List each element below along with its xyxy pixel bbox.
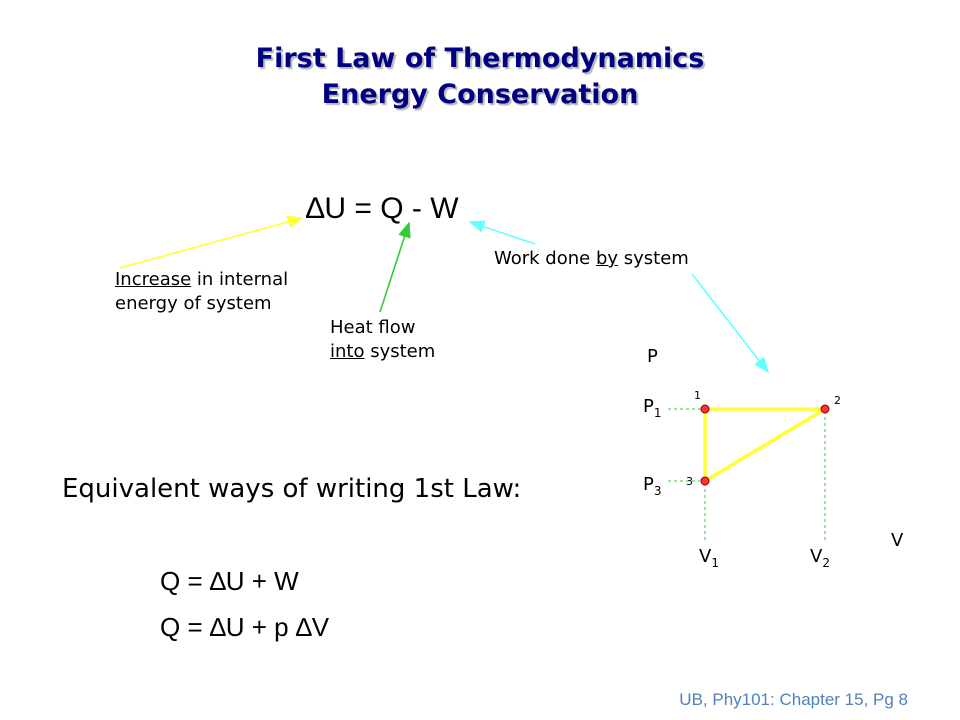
slide-title-line2: Energy Conservation: [321, 79, 639, 110]
work-done-prefix: Work done: [494, 248, 596, 269]
v2-label: V2: [810, 546, 830, 570]
heat-flow-arrow: [379, 221, 411, 313]
state-point-1: [700, 404, 710, 414]
work-done-arrow-1: [468, 220, 536, 245]
state-label-3: 3: [686, 475, 693, 488]
work-done-underlined: by: [595, 248, 619, 269]
internal-energy-arrow: [119, 215, 304, 269]
state-label-2: 2: [834, 394, 841, 407]
work-done-arrow-2: [691, 273, 769, 374]
equivalent-heading: Equivalent ways of writing 1st Law:: [62, 474, 522, 504]
p-axis-label: P: [647, 346, 658, 367]
internal-energy-line2: energy of system: [115, 293, 272, 314]
state-point-3: [700, 476, 710, 486]
v-axis-label: V: [891, 530, 904, 551]
work-done-label: Work done by system: [494, 247, 689, 271]
work-done-suffix: system: [618, 248, 689, 269]
equation-work: Q = ∆U + W: [160, 566, 299, 596]
heat-flow-rest: system: [364, 341, 436, 362]
slide-title-line1: First Law of Thermodynamics: [255, 43, 705, 74]
equation-pdv: Q = ∆U + p ∆V: [160, 612, 330, 642]
p3-label: P3: [643, 474, 662, 498]
internal-energy-underlined: Increase: [115, 269, 192, 290]
v1-label: V1: [699, 546, 719, 570]
internal-energy-label: Increase in internal energy of system: [115, 268, 288, 316]
heat-flow-label: Heat flow into system: [330, 316, 435, 364]
internal-energy-rest: in internal: [191, 269, 289, 290]
first-law-equation: ∆U = Q - W: [306, 192, 459, 225]
heat-flow-line1: Heat flow: [330, 317, 416, 338]
state-label-1: 1: [694, 389, 701, 402]
pv-cycle-path: [703, 407, 827, 483]
state-point-2: [820, 404, 830, 414]
slide-footer: UB, Phy101: Chapter 15, Pg 8: [679, 690, 908, 709]
p1-label: P1: [643, 396, 662, 420]
heat-flow-underlined: into: [330, 341, 365, 362]
